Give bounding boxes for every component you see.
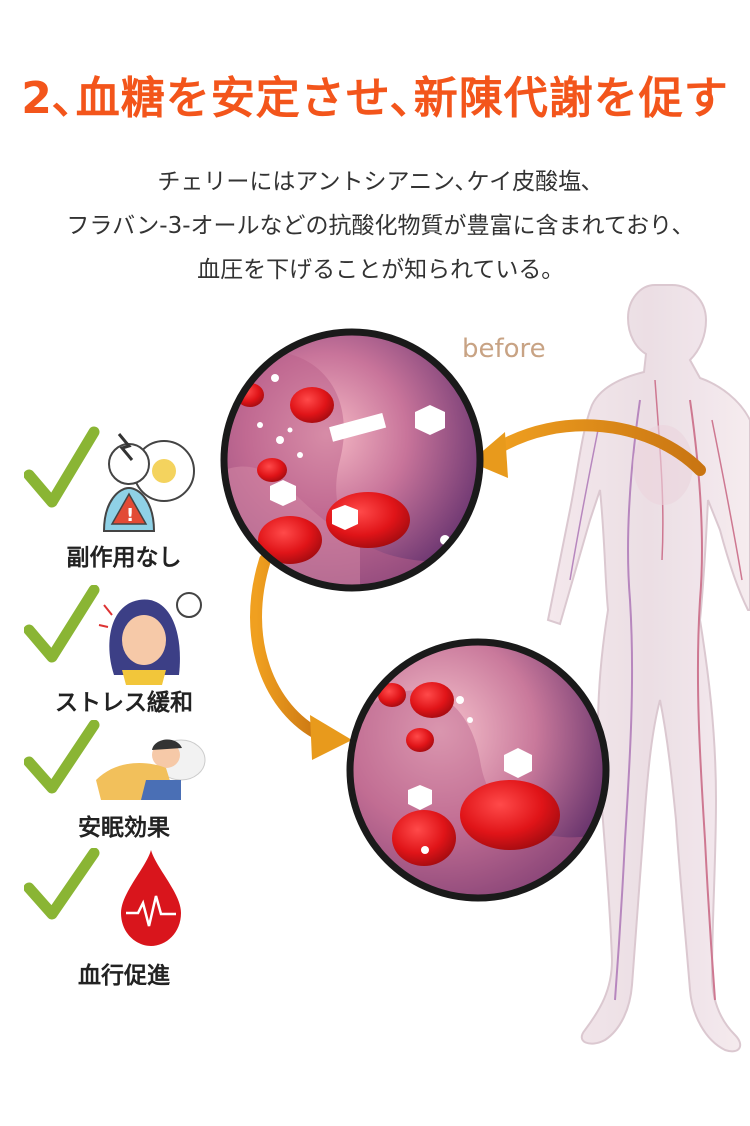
description-line-2: フラバン-3-オールなどの抗酸化物質が豊富に含まれており､ — [66, 213, 684, 239]
description: チェリーにはアントシアニン､ケイ皮酸塩､ フラバン-3-オールなどの抗酸化物質が… — [0, 160, 750, 292]
before-label: before — [462, 334, 546, 364]
description-line-1: チェリーにはアントシアニン､ケイ皮酸塩､ — [157, 169, 593, 195]
benefit-label: 血行促進 — [78, 963, 170, 989]
check-icon — [24, 585, 100, 663]
benefit-circulation: 血行促進 — [24, 848, 214, 989]
sleeping-person-icon — [96, 739, 206, 800]
benefit-stress-relief: ストレス緩和 — [24, 585, 214, 716]
arrow-head-1 — [470, 432, 508, 478]
warning-person-icon: ! — [102, 433, 195, 532]
benefit-label: 副作用なし — [66, 545, 182, 571]
blood-vessel-before — [220, 328, 484, 592]
check-icon — [24, 848, 100, 920]
blood-drop-icon — [121, 850, 181, 946]
blood-vessel-after — [346, 638, 610, 902]
stressed-woman-icon — [98, 592, 202, 685]
benefit-label: 安眠効果 — [78, 815, 170, 841]
benefit-label: ストレス緩和 — [55, 690, 193, 716]
benefit-no-side-effects: ! 副作用なし — [24, 420, 214, 571]
arrow-down — [250, 554, 326, 741]
svg-text:!: ! — [126, 505, 134, 526]
check-icon — [24, 426, 100, 508]
benefit-sleep: 安眠効果 — [24, 720, 214, 850]
headline: 2､血糖を安定させ､新陳代謝を促す — [21, 73, 729, 124]
human-body-figure — [546, 284, 750, 1053]
arrow-head-2 — [310, 715, 352, 760]
check-icon — [24, 720, 100, 794]
arrow-to-before — [489, 419, 706, 476]
description-line-3: 血圧を下げることが知られている｡ — [197, 257, 553, 283]
